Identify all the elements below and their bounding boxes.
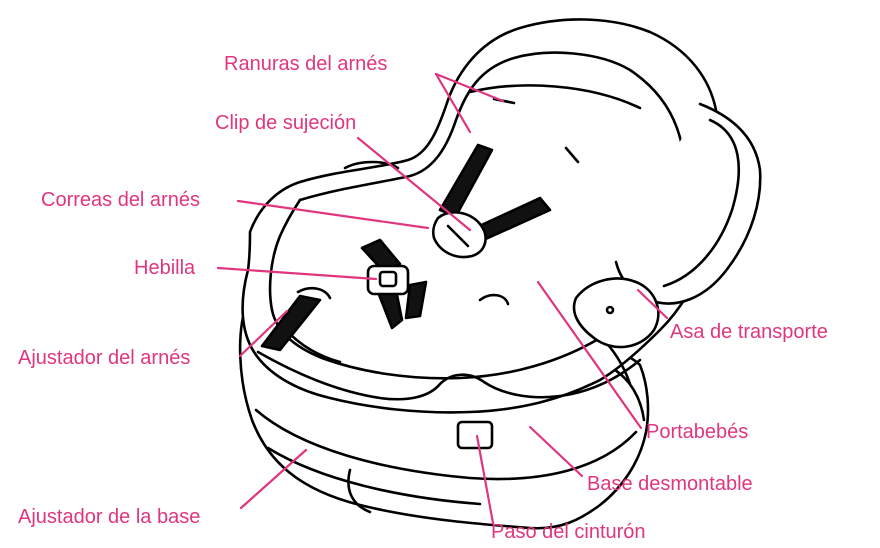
label-base-adjuster: Ajustador de la base [18,506,200,528]
label-carrier: Portabebés [646,421,748,443]
label-removable-base: Base desmontable [587,473,753,495]
label-harness-slots: Ranuras del arnés [224,53,387,75]
label-harness-straps: Correas del arnés [41,189,200,211]
label-carry-handle: Asa de transporte [670,321,828,343]
label-harness-adjuster: Ajustador del arnés [18,347,190,369]
label-buckle: Hebilla [134,257,195,279]
buckle [368,266,408,294]
label-belt-path: Paso del cinturón [491,521,646,543]
label-chest-clip: Clip de sujeción [215,112,356,134]
